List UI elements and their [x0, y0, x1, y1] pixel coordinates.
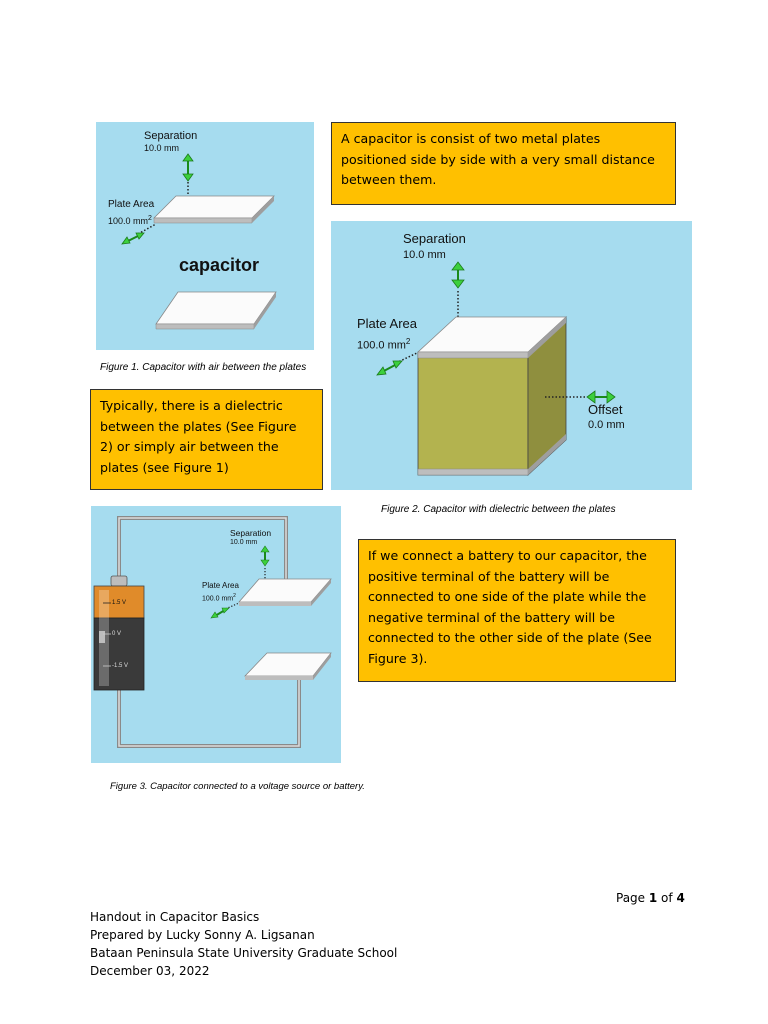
separation-label: Separation — [403, 231, 466, 246]
separation-arrow-icon — [260, 545, 270, 567]
capacitor-title: capacitor — [179, 255, 260, 275]
plate-area-value: 100.0 mm2 — [108, 215, 152, 226]
top-plate — [238, 578, 332, 606]
page-current: 1 — [648, 891, 658, 905]
battery-icon — [93, 575, 145, 691]
plate-area-arrow-icon — [121, 232, 145, 245]
offset-value: 0.0 mm — [588, 419, 625, 431]
battery-positive-label: 1.5 V — [112, 600, 127, 606]
footer-author: Prepared by Lucky Sonny A. Ligsanan — [90, 928, 315, 942]
figure2-diagram — [376, 261, 616, 476]
note-capacitor-definition: A capacitor is consist of two metal plat… — [331, 122, 676, 205]
figure1-panel: Separation 10.0 mm Plate Area 100.0 mm2 … — [96, 122, 314, 350]
figure1-diagram — [121, 153, 277, 330]
circuit-wire — [117, 516, 301, 748]
bottom-plate — [155, 291, 277, 330]
note-battery-connection: If we connect a battery to our capacitor… — [358, 539, 676, 682]
separation-label: Separation — [230, 528, 272, 538]
separation-value: 10.0 mm — [230, 539, 258, 546]
plate-area-label: Plate Area — [357, 316, 417, 331]
plate-area-arrow-icon — [210, 607, 230, 619]
figure1-caption: Figure 1. Capacitor with air between the… — [100, 362, 307, 373]
page-prefix: Page — [616, 891, 649, 905]
separation-value: 10.0 mm — [403, 249, 446, 261]
footer-title: Handout in Capacitor Basics — [90, 910, 260, 924]
figure2-caption: Figure 2. Capacitor with dielectric betw… — [381, 504, 616, 515]
plate-area-label: Plate Area — [202, 581, 239, 590]
offset-label: Offset — [588, 402, 623, 417]
separation-arrow-icon — [182, 153, 194, 182]
bottom-plate — [417, 434, 566, 476]
figure3-diagram — [93, 516, 332, 748]
plate-area-arrow-icon — [376, 360, 403, 376]
footer: Handout in Capacitor Basics Prepared by … — [90, 908, 397, 980]
top-plate — [416, 316, 568, 359]
bottom-plate — [244, 652, 332, 680]
separation-label: Separation — [144, 130, 198, 142]
separation-arrow-icon — [451, 261, 465, 289]
top-plate — [153, 195, 275, 224]
figure2-panel: Separation 10.0 mm Plate Area 100.0 mm2 … — [331, 221, 692, 490]
page-total: 4 — [676, 891, 685, 905]
note-dielectric: Typically, there is a dielectric between… — [90, 389, 323, 490]
battery-zero-label: 0 V — [112, 631, 122, 637]
plate-area-value: 100.0 mm2 — [357, 337, 411, 352]
offset-arrow-icon — [586, 390, 616, 404]
figure3-caption: Figure 3. Capacitor connected to a volta… — [110, 781, 365, 792]
battery-negative-label: -1.5 V — [112, 663, 129, 669]
figure3-panel: Separation 10.0 mm Plate Area 100.0 mm2 … — [91, 506, 341, 763]
plate-area-value: 100.0 mm2 — [202, 593, 236, 603]
footer-school: Bataan Peninsula State University Gradua… — [90, 946, 398, 960]
footer-date: December 03, 2022 — [90, 964, 210, 978]
page-number: Page 1 of 4 — [616, 891, 685, 905]
plate-area-label: Plate Area — [108, 199, 155, 210]
separation-value: 10.0 mm — [144, 143, 180, 153]
page-of: of — [657, 891, 677, 905]
